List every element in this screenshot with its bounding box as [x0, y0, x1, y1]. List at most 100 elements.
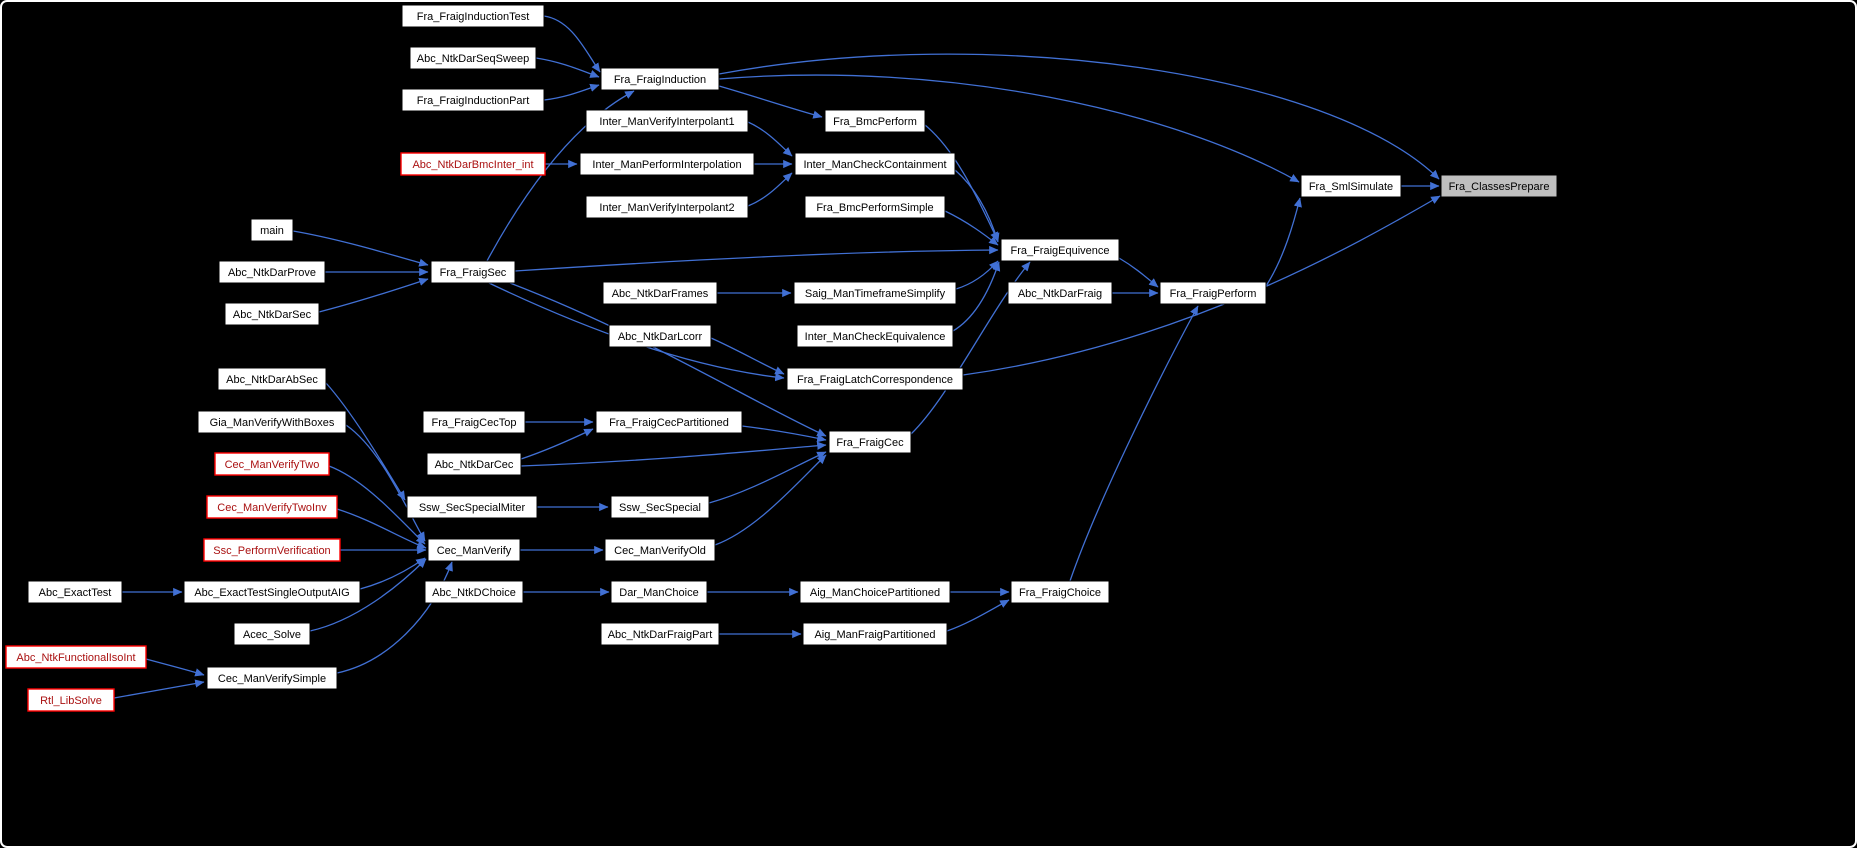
node-box[interactable]	[27, 688, 115, 712]
node-cec-manverify[interactable]: Cec_ManVerify	[427, 538, 521, 562]
node-fra-fraigcectop[interactable]: Fra_FraigCecTop	[422, 410, 526, 434]
node-inter-manverifyinterpolant2[interactable]: Inter_ManVerifyInterpolant2	[585, 195, 749, 219]
node-box[interactable]	[409, 46, 537, 70]
node-box[interactable]	[27, 580, 123, 604]
node-box[interactable]	[794, 152, 956, 176]
node-box[interactable]	[1007, 281, 1113, 305]
node-fra-bmcperform[interactable]: Fra_BmcPerform	[824, 109, 926, 133]
node-box[interactable]	[1000, 238, 1120, 262]
node-rtl-libsolve[interactable]: Rtl_LibSolve	[27, 688, 115, 712]
node-box[interactable]	[602, 281, 718, 305]
node-box[interactable]	[600, 622, 720, 646]
node-fra-fraiginduction[interactable]: Fra_FraigInduction	[600, 67, 720, 91]
node-fra-smlsimulate[interactable]: Fra_SmlSimulate	[1300, 174, 1402, 198]
node-box[interactable]	[804, 195, 946, 219]
node-box[interactable]	[828, 430, 912, 454]
node-box[interactable]	[1300, 174, 1402, 198]
node-box[interactable]	[206, 666, 338, 690]
node-cec-manverifytwo[interactable]: Cec_ManVerifyTwo	[214, 452, 330, 476]
node-abc-ntkdarprove[interactable]: Abc_NtkDarProve	[218, 260, 326, 284]
node-box[interactable]	[206, 495, 338, 519]
node-label: Abc_NtkDarBmcInter_int	[412, 159, 533, 171]
node-ssc-performverification[interactable]: Ssc_PerformVerification	[203, 538, 341, 562]
node-abc-ntkdarabsec[interactable]: Abc_NtkDarAbSec	[217, 367, 327, 391]
node-saig-mantimeframesimplify[interactable]: Saig_ManTimeframeSimplify	[793, 281, 957, 305]
node-box[interactable]	[183, 580, 361, 604]
node-box[interactable]	[217, 367, 327, 391]
node-box[interactable]	[233, 622, 311, 646]
node-box[interactable]	[595, 410, 743, 434]
node-box[interactable]	[600, 67, 720, 91]
node-box[interactable]	[1159, 281, 1267, 305]
node-box[interactable]	[604, 538, 716, 562]
node-ssw-secspecial[interactable]: Ssw_SecSpecial	[610, 495, 710, 519]
node-fra-fraigcecpartitioned[interactable]: Fra_FraigCecPartitioned	[595, 410, 743, 434]
node-box[interactable]	[401, 4, 545, 28]
node-fra-fraigchoice[interactable]: Fra_FraigChoice	[1010, 580, 1110, 604]
node-box[interactable]	[1010, 580, 1110, 604]
node-box[interactable]	[793, 281, 957, 305]
node-dar-manchoice[interactable]: Dar_ManChoice	[610, 580, 708, 604]
node-abc-ntkdarfraig[interactable]: Abc_NtkDarFraig	[1007, 281, 1113, 305]
node-fra-fraiglatchcorrespondence[interactable]: Fra_FraigLatchCorrespondence	[786, 367, 964, 391]
node-box[interactable]	[427, 538, 521, 562]
node-box[interactable]	[585, 195, 749, 219]
node-box[interactable]	[401, 88, 545, 112]
node-fra-fraigequivence[interactable]: Fra_FraigEquivence	[1000, 238, 1120, 262]
node-inter-manverifyinterpolant1[interactable]: Inter_ManVerifyInterpolant1	[585, 109, 749, 133]
node-box[interactable]	[400, 152, 546, 176]
node-box[interactable]	[799, 580, 951, 604]
node-box[interactable]	[426, 452, 522, 476]
node-box[interactable]	[406, 495, 538, 519]
node-aig-manfraigpartitioned[interactable]: Aig_ManFraigPartitioned	[802, 622, 948, 646]
node-box[interactable]	[786, 367, 964, 391]
node-box[interactable]	[608, 324, 712, 348]
node-abc-ntkdarlcorr[interactable]: Abc_NtkDarLcorr	[608, 324, 712, 348]
node-inter-mancheckequivalence[interactable]: Inter_ManCheckEquivalence	[796, 324, 954, 348]
node-label: Fra_FraigPerform	[1170, 288, 1257, 300]
node-abc-exacttestsingleoutputaig[interactable]: Abc_ExactTestSingleOutputAIG	[183, 580, 361, 604]
node-box[interactable]	[424, 580, 524, 604]
node-abc-ntkdarseqsweep[interactable]: Abc_NtkDarSeqSweep	[409, 46, 537, 70]
node-abc-ntkfunctionalisoint[interactable]: Abc_NtkFunctionalIsoInt	[5, 645, 147, 669]
node-box[interactable]	[610, 580, 708, 604]
node-acec-solve[interactable]: Acec_Solve	[233, 622, 311, 646]
node-box[interactable]	[218, 260, 326, 284]
node-box[interactable]	[796, 324, 954, 348]
node-inter-mancheckcontainment[interactable]: Inter_ManCheckContainment	[794, 152, 956, 176]
node-fra-fraiginductiontest[interactable]: Fra_FraigInductionTest	[401, 4, 545, 28]
node-main[interactable]: main	[250, 218, 294, 242]
node-aig-manchoicepartitioned[interactable]: Aig_ManChoicePartitioned	[799, 580, 951, 604]
node-box[interactable]	[224, 302, 320, 326]
node-cec-manverifysimple[interactable]: Cec_ManVerifySimple	[206, 666, 338, 690]
node-abc-ntkdarfraigpart[interactable]: Abc_NtkDarFraigPart	[600, 622, 720, 646]
node-box[interactable]	[5, 645, 147, 669]
node-fra-fraigsec[interactable]: Fra_FraigSec	[430, 260, 516, 284]
node-gia-manverifywithboxes[interactable]: Gia_ManVerifyWithBoxes	[197, 410, 347, 434]
node-fra-bmcperformsimple[interactable]: Fra_BmcPerformSimple	[804, 195, 946, 219]
node-box[interactable]	[610, 495, 710, 519]
node-cec-manverifyold[interactable]: Cec_ManVerifyOld	[604, 538, 716, 562]
node-box[interactable]	[579, 152, 755, 176]
node-ssw-secspecialmiter[interactable]: Ssw_SecSpecialMiter	[406, 495, 538, 519]
node-abc-ntkdarsec[interactable]: Abc_NtkDarSec	[224, 302, 320, 326]
node-inter-manperforminterpolation[interactable]: Inter_ManPerformInterpolation	[579, 152, 755, 176]
node-box[interactable]	[422, 410, 526, 434]
node-abc-exacttest[interactable]: Abc_ExactTest	[27, 580, 123, 604]
node-box[interactable]	[214, 452, 330, 476]
node-fra-fraigperform[interactable]: Fra_FraigPerform	[1159, 281, 1267, 305]
node-box[interactable]	[197, 410, 347, 434]
node-box[interactable]	[824, 109, 926, 133]
node-box[interactable]	[585, 109, 749, 133]
node-abc-ntkdchoice[interactable]: Abc_NtkDChoice	[424, 580, 524, 604]
node-fra-fraigcec[interactable]: Fra_FraigCec	[828, 430, 912, 454]
node-box[interactable]	[430, 260, 516, 284]
node-abc-ntkdarbmcinter-int[interactable]: Abc_NtkDarBmcInter_int	[400, 152, 546, 176]
node-box[interactable]	[203, 538, 341, 562]
node-box[interactable]	[802, 622, 948, 646]
node-abc-ntkdarcec[interactable]: Abc_NtkDarCec	[426, 452, 522, 476]
node-box[interactable]	[250, 218, 294, 242]
node-abc-ntkdarframes[interactable]: Abc_NtkDarFrames	[602, 281, 718, 305]
node-cec-manverifytwoinv[interactable]: Cec_ManVerifyTwoInv	[206, 495, 338, 519]
node-fra-fraiginductionpart[interactable]: Fra_FraigInductionPart	[401, 88, 545, 112]
